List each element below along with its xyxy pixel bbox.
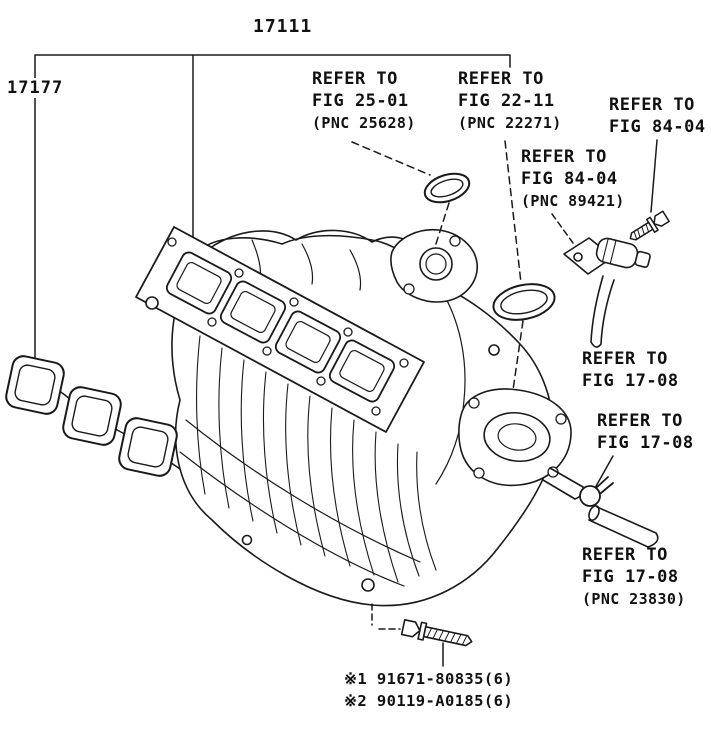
callout-fig-17-08-clamp: REFER TO FIG 17-08 [597,410,694,454]
leader-lines [351,139,658,667]
callout-fig-84-04-valve: REFER TO FIG 84-04 (PNC 89421) [521,146,625,212]
callout-fig-17-08-pipe: REFER TO FIG 17-08 (PNC 23830) [582,544,686,610]
footnote-bolt-1: ※1 91671-80835(6) [344,670,514,688]
mounting-bolt-drawing [400,618,473,647]
o-ring-small-drawing [423,172,471,204]
callout-fig-17-08-hose: REFER TO FIG 17-08 [582,348,679,392]
part-number-17111: 17111 [251,16,315,37]
callout-pnc: (PNC 22271) [458,114,562,132]
callout-line: FIG 17-08 [582,567,679,587]
callout-line: REFER TO [312,69,398,89]
callout-line: REFER TO [582,545,668,565]
intake-manifold-drawing [135,226,585,607]
callout-pnc: (PNC 89421) [521,192,625,210]
callout-line: REFER TO [597,411,683,431]
gasket-set-drawing [5,355,178,477]
callout-line: FIG 25-01 [312,91,409,111]
callout-pnc: (PNC 25628) [312,114,416,132]
vacuum-hose-drawing [590,275,615,348]
callout-fig-25-01: REFER TO FIG 25-01 (PNC 25628) [312,68,416,134]
callout-line: REFER TO [582,349,668,369]
flange-bolt-holes [167,237,409,416]
o-ring-large-drawing [492,283,556,321]
pipe-drawing [588,505,659,548]
callout-pnc: (PNC 23830) [582,590,686,608]
intake-ports [165,251,396,403]
callout-line: FIG 84-04 [521,169,618,189]
bolt-fig-84-04-drawing [629,210,670,241]
callout-line: FIG 17-08 [597,433,694,453]
callout-fig-22-11: REFER TO FIG 22-11 (PNC 22271) [458,68,562,134]
footnote-bolt-2: ※2 90119-A0185(6) [344,692,514,710]
callout-line: FIG 84-04 [609,117,706,137]
callout-line: REFER TO [458,69,544,89]
vsv-valve-drawing [563,237,651,348]
callout-line: FIG 17-08 [582,371,679,391]
callout-fig-84-04-bolt: REFER TO FIG 84-04 [609,94,706,138]
part-number-17177: 17177 [5,78,66,98]
hose-clamp-drawing [579,476,614,507]
callout-line: FIG 22-11 [458,91,555,111]
callout-line: REFER TO [521,147,607,167]
callout-line: REFER TO [609,95,695,115]
